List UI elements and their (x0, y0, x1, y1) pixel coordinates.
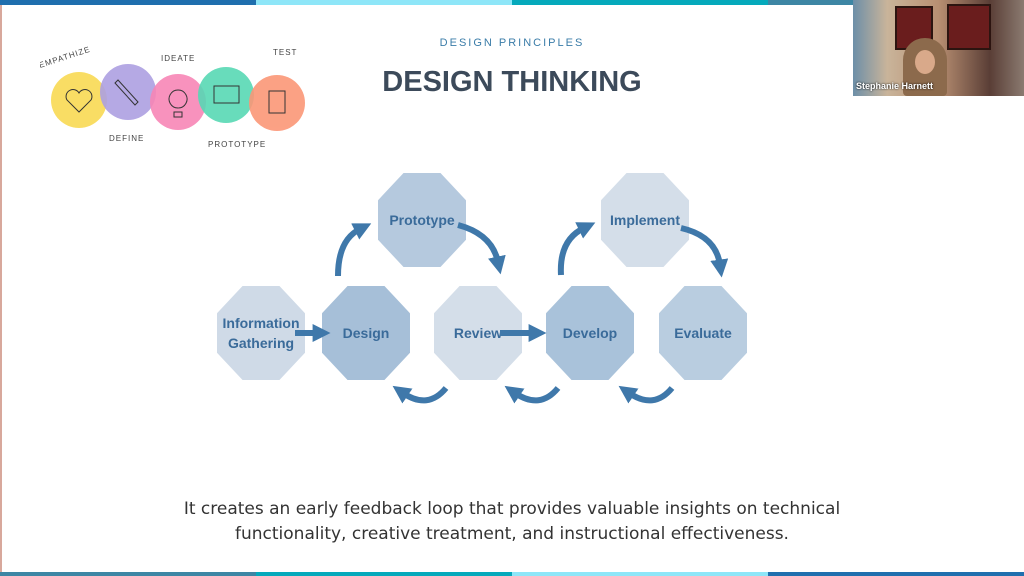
node-label: Information (222, 315, 300, 331)
wireframe-icon (213, 85, 240, 104)
wall-painting (947, 4, 991, 50)
prototype-circle (198, 67, 254, 123)
participant-name: Stephanie Harnett (856, 81, 934, 91)
arrow-evaluate-to-develop (618, 385, 675, 404)
caption-line: It creates an early feedback loop that p… (183, 499, 841, 519)
caption-line: functionality, creative treatment, and i… (235, 524, 789, 544)
slide-edge (0, 5, 2, 572)
node-label: Implement (609, 212, 680, 228)
heart-icon (65, 89, 93, 113)
slide-caption: It creates an early feedback loop that p… (0, 497, 1024, 547)
node-design: Design (322, 286, 410, 380)
stage-label-test: TEST (273, 48, 297, 57)
stage-label-ideate: IDEATE (161, 54, 195, 63)
define-circle (100, 64, 156, 120)
node-evaluate: Evaluate (659, 286, 747, 380)
bottom-accent-bar (0, 572, 1024, 576)
checklist-icon (268, 90, 286, 114)
lightbulb-icon (168, 89, 188, 118)
node-label: Evaluate (674, 325, 732, 341)
empathize-circle (51, 72, 107, 128)
pencil-icon (114, 79, 139, 106)
node-review: Review (434, 286, 522, 380)
stage-label-define: DEFINE (109, 134, 144, 143)
node-prototype: Prototype (378, 173, 466, 267)
stage-label-prototype: PROTOTYPE (208, 140, 266, 149)
node-develop: Develop (546, 286, 634, 380)
slide-title: DESIGN THINKING (382, 66, 642, 98)
node-label: Develop (562, 325, 618, 341)
test-circle (249, 75, 305, 131)
design-thinking-doodle: EMPATHIZE DEFINE IDEATE PROTOTYPE TEST (40, 45, 305, 149)
participant-face (915, 50, 935, 74)
arrow-design-to-prototype (335, 223, 372, 277)
node-label: Gathering (227, 335, 295, 351)
ideate-circle (150, 74, 206, 130)
node-implement: Implement (601, 173, 689, 267)
slide-subtitle: DESIGN PRINCIPLES (439, 37, 585, 49)
arrow-develop-to-implement (557, 222, 596, 276)
node-label: Review (453, 325, 503, 341)
node-label: Design (342, 325, 390, 341)
webcam-video-tile[interactable]: Stephanie Harnett (853, 0, 1024, 96)
node-label: Prototype (389, 212, 455, 228)
arrow-review-to-design (392, 385, 449, 404)
arrow-develop-to-review (504, 385, 561, 404)
